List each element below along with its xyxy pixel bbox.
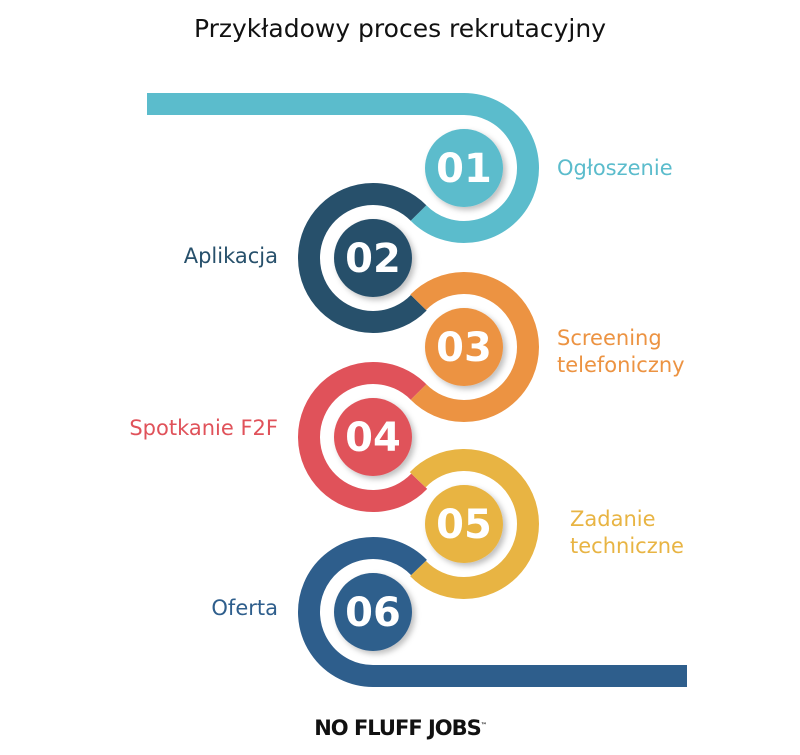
step-connector-6 — [298, 537, 687, 687]
step-label-2: Aplikacja — [183, 244, 278, 268]
step-circle — [425, 129, 503, 207]
page-title: Przykładowy proces rekrutacyjny — [193, 14, 607, 43]
step-number: 01 — [436, 146, 492, 192]
step-number: 04 — [345, 415, 401, 461]
step-label-5: Zadanie techniczne — [570, 507, 684, 558]
step-number: 03 — [436, 325, 492, 371]
step-circle — [334, 573, 412, 651]
step-label-1: Ogłoszenie — [557, 156, 673, 180]
step-badge-4: 04 — [334, 398, 412, 476]
no-fluff-jobs-logo: NO FLUFF JOBS™ — [314, 716, 487, 740]
step-badge-2: 02 — [334, 219, 412, 297]
step-connector-4 — [298, 362, 428, 512]
step-label-4: Spotkanie F2F — [129, 416, 278, 440]
step-circle — [425, 485, 503, 563]
step-label-3: Screening telefoniczny — [557, 326, 685, 377]
step-circle — [334, 219, 412, 297]
step-connector-1 — [147, 93, 539, 243]
step-number: 02 — [345, 236, 401, 282]
step-badge-1: 01 — [425, 129, 503, 207]
step-connector-3 — [410, 272, 539, 422]
step-badge-3: 03 — [425, 308, 503, 386]
step-circle — [425, 308, 503, 386]
step-badge-6: 06 — [334, 573, 412, 651]
step-connector-2 — [298, 183, 427, 333]
step-number: 05 — [436, 502, 492, 548]
step-label-6: Oferta — [211, 596, 278, 620]
step-connector-5 — [409, 449, 539, 599]
step-number: 06 — [345, 590, 401, 636]
step-circle — [334, 398, 412, 476]
step-badge-5: 05 — [425, 485, 503, 563]
